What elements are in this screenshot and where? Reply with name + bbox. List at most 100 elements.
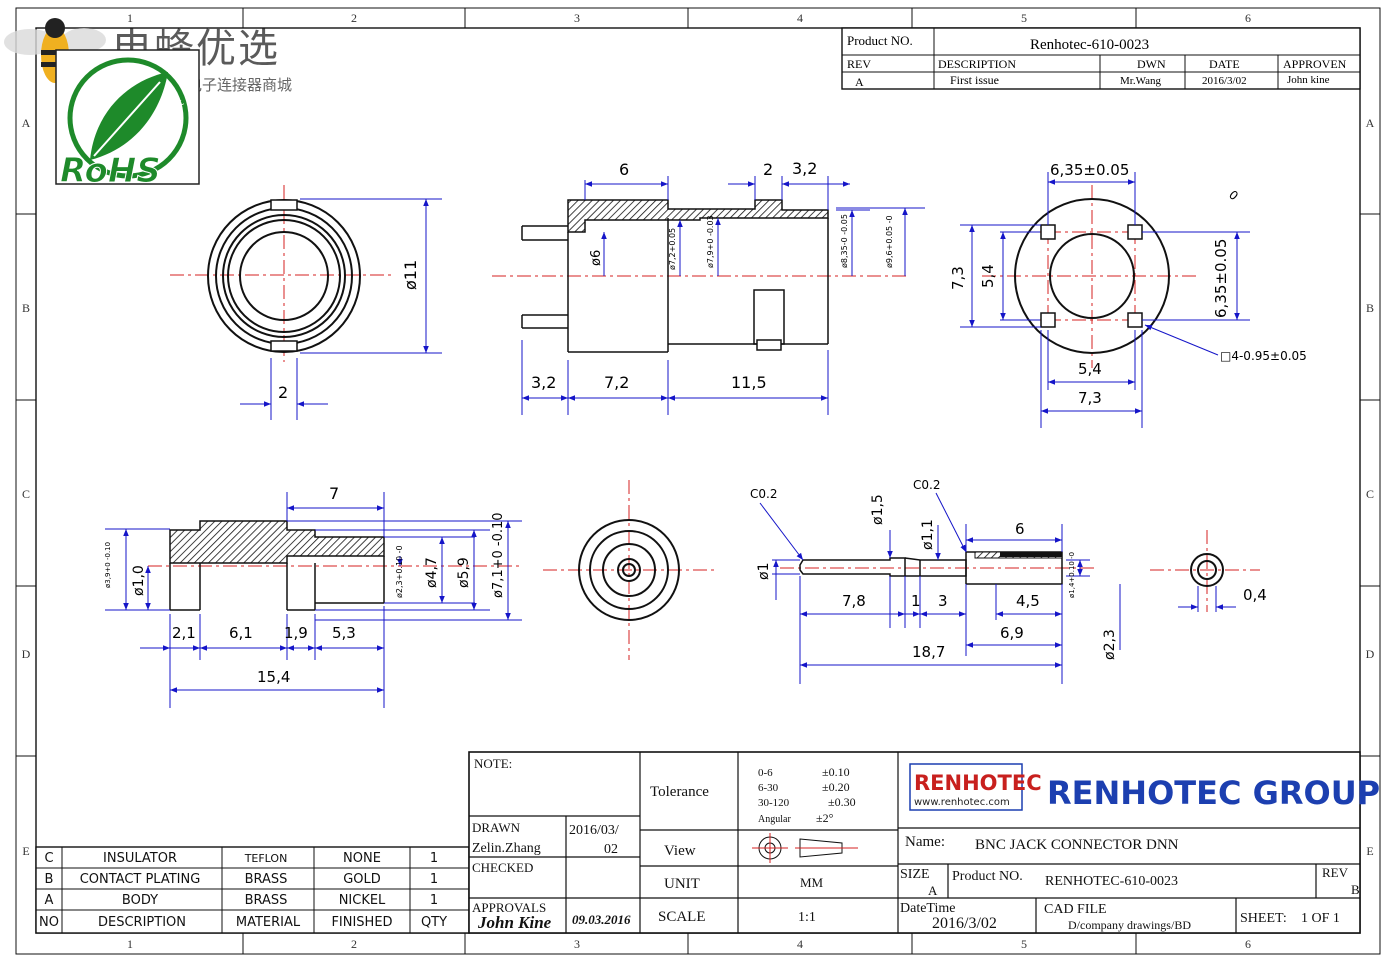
company-name: RENHOTEC GROUP [1047, 774, 1380, 812]
col-label: 2 [351, 11, 357, 25]
dwn-label: DWN [1137, 57, 1166, 71]
row-label: E [22, 844, 29, 858]
datetime-value: 2016/3/02 [932, 915, 997, 932]
dim-text: 7,2 [604, 373, 629, 392]
bom-header: FINISHED [331, 915, 392, 930]
bom-fin: NONE [343, 851, 381, 866]
company-logo-text: RENHOTEC [914, 771, 1042, 795]
dim-text: ø9,6+0.05 -0 [885, 215, 894, 268]
title-block: NOTE: DRAWN Zelin.Zhang 2016/03/ 02 CHEC… [468, 751, 1380, 934]
cad-label: CAD FILE [1044, 902, 1107, 917]
product-no-value: Renhotec-610-0023 [1030, 37, 1149, 53]
description-value: First issue [950, 73, 999, 87]
sheet-label: SHEET: [1240, 911, 1287, 926]
bom-desc: CONTACT PLATING [80, 872, 201, 887]
zone-labels: 1 2 3 4 5 6 1 2 3 4 5 6 A B C D E A B C … [22, 11, 1375, 951]
col-label: 4 [797, 937, 803, 951]
company-url: www.renhotec.com [914, 797, 1010, 808]
row-label: D [22, 647, 31, 661]
view-label: View [664, 843, 696, 859]
dim-text: 1,9 [284, 624, 308, 642]
dim-text: ø8,35-0 -0.05 [840, 214, 849, 268]
dim-text: ø1,4+0.10 -0 [1068, 552, 1076, 598]
scale-value: 1:1 [798, 910, 816, 925]
rear-view: 6,35±0.05 7,3 5,4 6,35±0.05 5,4 7,3 □4-0… [949, 161, 1307, 428]
renhotec-logo: RENHOTEC www.renhotec.com [909, 763, 1042, 811]
dim-text: ø4,7 [424, 557, 440, 588]
rohs-label: RoHS [60, 151, 161, 191]
contact-pin-view: C0.2 C0.2 ø1,5 ø1,1 6 ø1 ø1,4+0.10 -0 7,… [750, 478, 1121, 684]
rev-value: B [1351, 882, 1360, 897]
checked-label: CHECKED [472, 860, 533, 875]
bom-no: C [44, 851, 53, 866]
dim-text: 18,7 [912, 643, 945, 661]
approven-label: APPROVEN [1283, 57, 1347, 71]
row-label: D [1366, 647, 1375, 661]
dim-text: 7,3 [1078, 389, 1102, 407]
col-label: 5 [1021, 11, 1027, 25]
dim-text: 6,9 [1000, 624, 1024, 642]
bom-no: B [45, 872, 54, 887]
dim-text: 6 [1015, 520, 1025, 538]
tol-value: ±0.10 [822, 765, 850, 779]
rev-value: A [855, 75, 864, 89]
drawn-date: 2016/03/ [569, 823, 619, 838]
dim-text: 15,4 [257, 668, 290, 686]
dim-text: 5,3 [332, 624, 356, 642]
dwn-value: Mr.Wang [1120, 75, 1161, 87]
bom-header: QTY [421, 915, 447, 930]
dim-text: ø5,9 [456, 557, 472, 588]
pin-end-view: 0,4 [1150, 530, 1267, 612]
col-label: 5 [1021, 937, 1027, 951]
col-label: 1 [127, 937, 133, 951]
tol-value: ±0.20 [822, 780, 850, 794]
tol-value: ±2° [816, 811, 834, 825]
col-label: 4 [797, 11, 803, 25]
unit-value: MM [800, 875, 824, 890]
bom-qty: 1 [430, 851, 438, 866]
dim-text: ø1,1 [920, 519, 936, 550]
bom-no: A [45, 893, 54, 908]
dim-text: ø1,0 [131, 565, 147, 596]
approver-signature: John Kine [477, 913, 552, 932]
dim-text: C0.2 [913, 478, 940, 492]
tolerance-label: Tolerance [650, 784, 709, 800]
description-label: DESCRIPTION [938, 57, 1016, 71]
drawn-by: Zelin.Zhang [472, 841, 541, 856]
front-view: ø11 2 [170, 185, 442, 420]
prod-label: Product NO. [952, 869, 1023, 884]
dim-text: 6,1 [229, 624, 253, 642]
prod-value: RENHOTEC-610-0023 [1045, 874, 1178, 889]
col-label: 2 [351, 937, 357, 951]
name-label: Name: [905, 834, 945, 850]
dim-text: 5,4 [1078, 360, 1102, 378]
name-value: BNC JACK CONNECTOR DNN [975, 837, 1179, 853]
side-section-view: 6 2 3,2 ø6 ø7,2+0.05 ø7,9+0 -0.03 ø8,35-… [492, 159, 925, 415]
size-label: SIZE [900, 867, 930, 882]
tol-range: 0-6 [758, 767, 773, 779]
dim-text: ø6 [589, 250, 604, 266]
projection-symbol-icon [752, 833, 858, 863]
scale-label: SCALE [658, 909, 706, 925]
dim-text: 7,3 [949, 266, 967, 290]
bom-mat: BRASS [245, 893, 288, 908]
row-label: C [1366, 487, 1374, 501]
revision-block: Product NO. Renhotec-610-0023 REV DESCRI… [841, 27, 1361, 90]
row-label: C [22, 487, 30, 501]
dim-text: ø2,3 [1102, 629, 1118, 660]
dim-text: ø7,2+0.05 [668, 228, 677, 270]
date-value: 2016/3/02 [1202, 75, 1247, 87]
dim-text: 2 [278, 383, 288, 402]
col-label: 1 [127, 11, 133, 25]
dim-text: 0,4 [1243, 586, 1267, 604]
insulator-end-view [543, 480, 715, 660]
cad-value: D/company drawings/BD [1068, 918, 1191, 932]
sheet-value: 1 OF 1 [1301, 911, 1340, 926]
datetime-label: DateTime [900, 901, 955, 916]
dim-text: 11,5 [731, 373, 767, 392]
dim-text: 6,35±0.05 [1212, 239, 1230, 318]
dim-text: 2 [763, 160, 773, 179]
drawn-date-2: 02 [604, 842, 618, 857]
bom-qty: 1 [430, 893, 438, 908]
dim-text: 7 [329, 484, 339, 503]
